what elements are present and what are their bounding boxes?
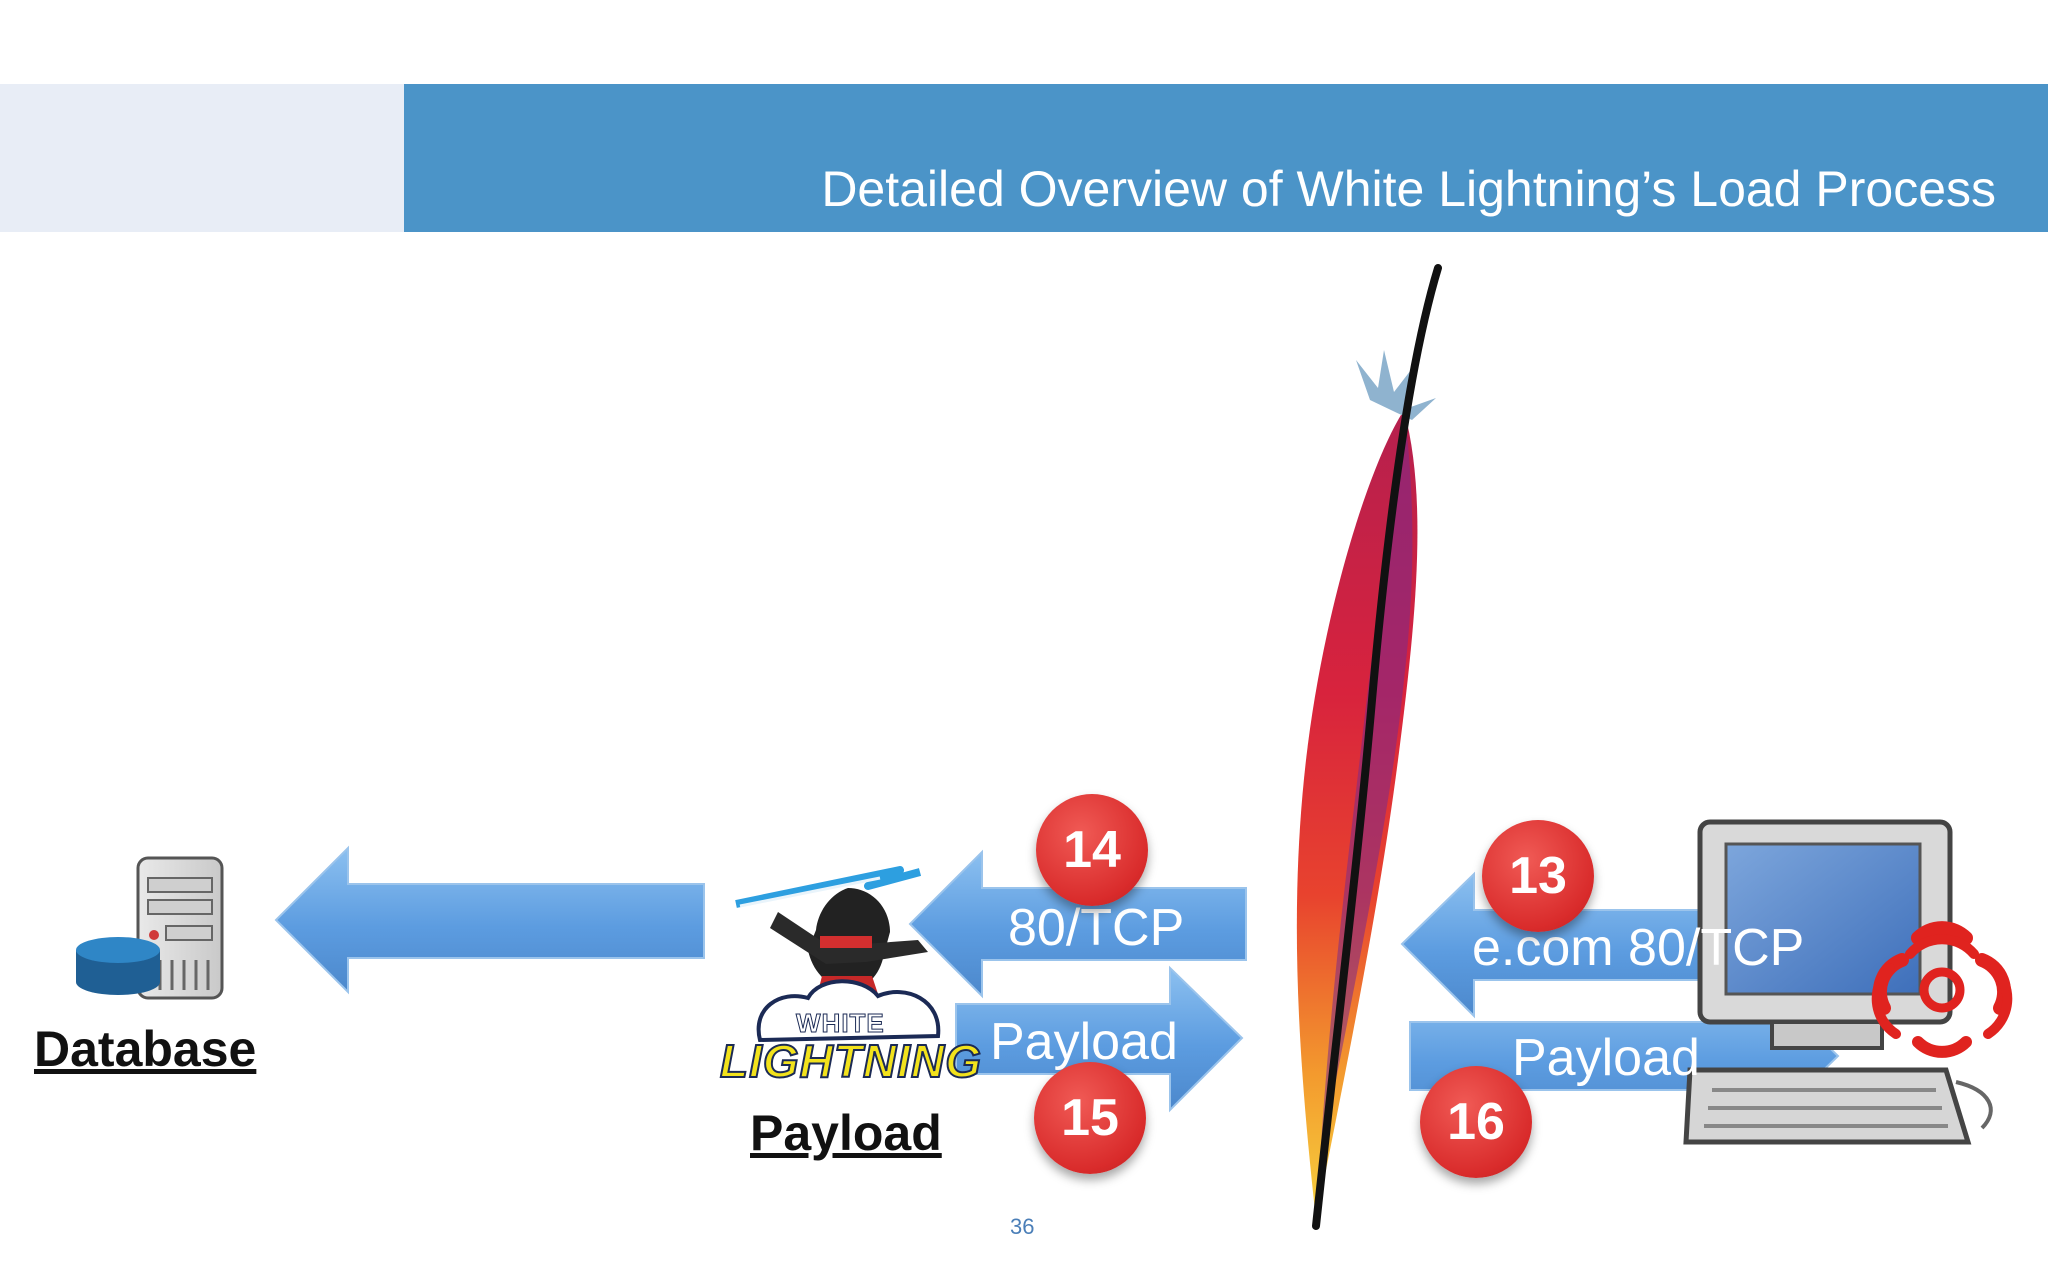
step-badge-13: 13 [1482,820,1594,932]
feather-icon [1296,264,1442,1230]
logo-text-white: WHITE [796,1008,885,1039]
page-number: 36 [1010,1214,1035,1239]
header-bar [404,84,2048,232]
arrow-to-database [274,845,705,995]
arrow-step-14-text: 80/TCP [1008,899,1185,957]
step-badge-15: 15 [1034,1062,1146,1174]
computer-icon [1683,819,1993,1145]
biohazard-icon [1871,921,2013,1058]
database-label: Database [34,1021,257,1077]
arrow-step-16-text: Payload [1512,1029,1700,1087]
database-disk-icon [76,937,160,995]
step-badge-16: 16 [1420,1066,1532,1178]
payload-label: Payload [750,1105,942,1161]
slide-title: Detailed Overview of White Lightning’s L… [821,161,1996,217]
step-badge-14: 14 [1036,794,1148,906]
arrow-step-14 [908,849,1247,999]
ninja-mascot-icon [735,866,941,1043]
logo-text-lightning: LIGHTNING [719,1034,982,1088]
arrow-step-15-text: Payload [990,1013,1178,1071]
header-left-panel [0,84,404,232]
arrow-step-15 [955,965,1244,1113]
